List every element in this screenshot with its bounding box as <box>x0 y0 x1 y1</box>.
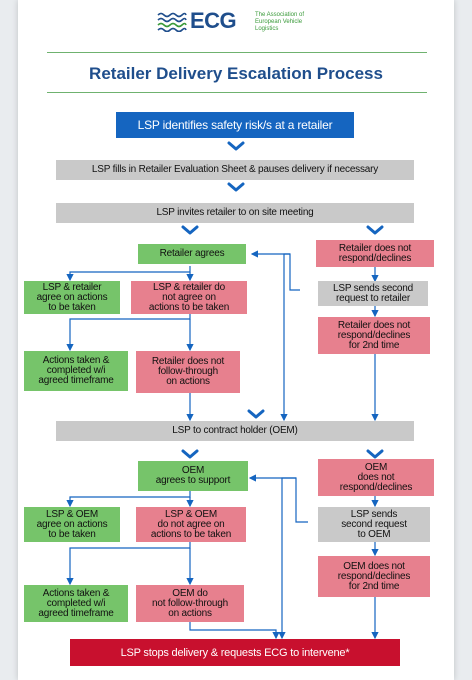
step-invite-meeting: LSP invites retailer to on site meeting <box>56 203 414 223</box>
title-rule-bottom <box>47 92 427 93</box>
step-oem-declines-2nd: OEM does not respond/declines for 2nd ti… <box>318 556 430 597</box>
title-rule-top <box>47 52 427 53</box>
logo-wordmark: ECG <box>190 8 237 33</box>
step-contract-holder: LSP to contract holder (OEM) <box>56 421 414 441</box>
step-oem-agrees: OEM agrees to support <box>138 461 248 491</box>
step-lsp-retailer-agree: LSP & retailer agree on actions to be ta… <box>24 281 120 314</box>
step-retailer-no-follow-through: Retailer does not follow-through on acti… <box>136 351 240 393</box>
step-lsp-retailer-not-agree: LSP & retailer do not agree on actions t… <box>131 281 247 314</box>
step-second-request-retailer: LSP sends second request to retailer <box>318 281 428 306</box>
step-lsp-oem-not-agree: LSP & OEM do not agree on actions to be … <box>136 507 246 542</box>
step-retailer-declines: Retailer does not respond/declines <box>316 240 434 267</box>
logo-tagline: The Association of European Vehicle Logi… <box>255 12 305 32</box>
step-lsp-oem-agree: LSP & OEM agree on actions to be taken <box>24 507 120 542</box>
step-retailer-declines-2nd: Retailer does not respond/declines for 2… <box>318 317 430 354</box>
step-oem-no-follow-through: OEM do not follow-through on actions <box>136 585 244 622</box>
page-title: Retailer Delivery Escalation Process <box>89 64 383 83</box>
step-oem-declines: OEM does not respond/declines <box>318 459 434 496</box>
step-actions-taken-retailer: Actions taken & completed w/i agreed tim… <box>24 351 128 391</box>
step-actions-taken-oem: Actions taken & completed w/i agreed tim… <box>24 585 128 622</box>
step-retailer-agrees: Retailer agrees <box>138 244 246 264</box>
ecg-wave-icon <box>157 12 187 32</box>
step-second-request-oem: LSP sends second request to OEM <box>318 507 430 542</box>
ecg-logo: ECG The Association of European Vehicle … <box>157 4 317 38</box>
step-identify-risk: LSP identifies safety risk/s at a retail… <box>116 112 354 138</box>
step-fill-evaluation: LSP fills in Retailer Evaluation Sheet &… <box>56 160 414 180</box>
step-stop-delivery: LSP stops delivery & requests ECG to int… <box>70 639 400 666</box>
